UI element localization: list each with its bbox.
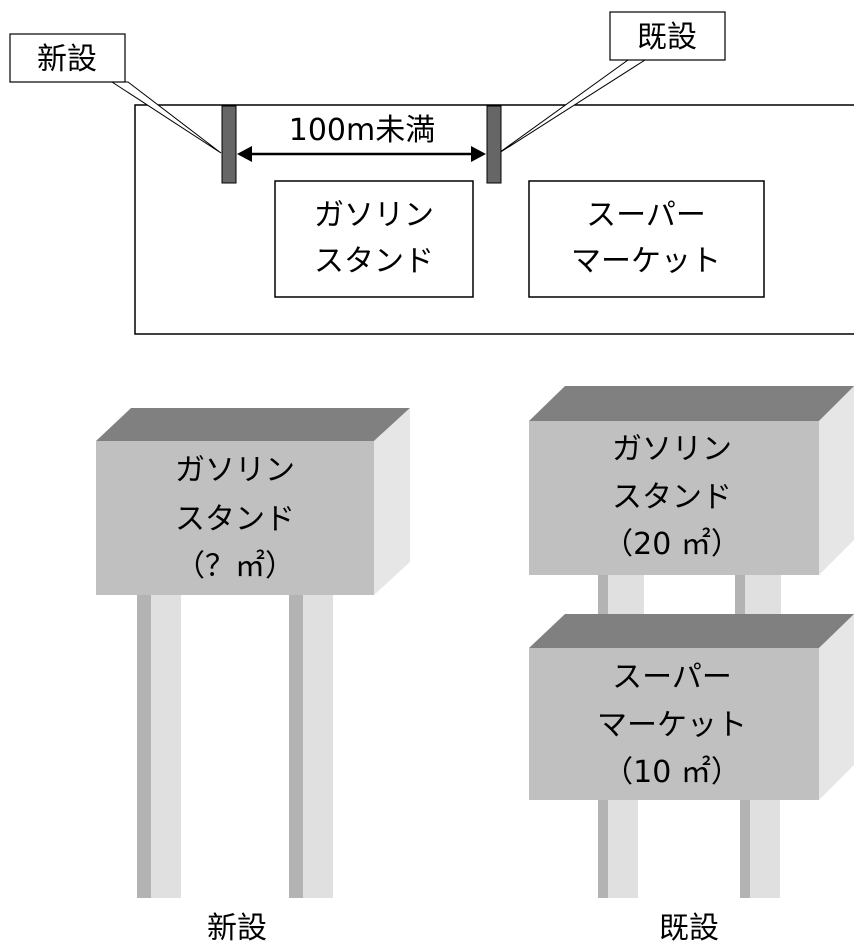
supermarket-plan-line1: スーパー [586,198,706,233]
new-sign-post-left [137,595,181,898]
site-outline [134,104,854,335]
existing-lower-area: （10 ㎡） [603,755,741,790]
existing-upper-face [529,421,819,575]
existing-lower-face [529,648,819,800]
existing-upper-side [819,386,854,575]
new-sign-top [96,408,410,441]
existing-upper-line1: ガソリン [612,432,732,467]
new-sign-face [96,441,374,595]
existing-sign-marker [486,105,502,184]
distance-arrow [237,146,486,162]
new-sign: ガソリン スタンド （？㎡） 新設 [96,408,410,946]
new-callout-pointer [110,81,222,154]
existing-callout: 既設 [495,11,726,156]
distance-label: 100m未満 [289,113,435,148]
new-sign-line2: スタンド [175,502,295,537]
new-callout-label: 新設 [37,42,97,77]
existing-callout-box [609,11,726,61]
existing-callout-label: 既設 [637,20,697,55]
new-callout: 新設 [9,33,222,154]
existing-lower-line2: マーケット [597,708,747,743]
existing-sign-caption: 既設 [659,911,719,946]
supermarket-plan-line2: マーケット [571,244,721,279]
gas-station-plan-line1: ガソリン [314,198,434,233]
existing-upper-line2: スタンド [612,480,732,515]
new-callout-box [9,33,126,83]
gas-station-plan-box [274,180,474,298]
existing-callout-pointer [495,59,647,156]
existing-lower-line1: スーパー [612,660,732,695]
plan-view: 新設 既設 100m未満 ガソリン スタンド スーパー マーケット [9,11,854,335]
gas-station-plan-line2: スタンド [314,244,434,279]
existing-sign: ガソリン スタンド （20 ㎡） スーパー マーケット （10 ㎡） 既設 [529,386,854,946]
new-sign-area: （？㎡） [175,549,295,584]
existing-upper-top [529,386,854,421]
new-sign-line1: ガソリン [175,453,295,488]
existing-lower-side [819,614,854,800]
new-sign-side [374,408,410,595]
existing-upper-area: （20 ㎡） [603,527,741,562]
existing-lower-top [529,614,854,648]
supermarket-plan-box [528,180,765,298]
existing-sign-post-right [740,800,780,898]
existing-sign-post-left [598,800,638,898]
new-sign-post-right [289,595,333,898]
new-sign-caption: 新設 [207,911,267,946]
new-sign-marker [221,105,237,184]
